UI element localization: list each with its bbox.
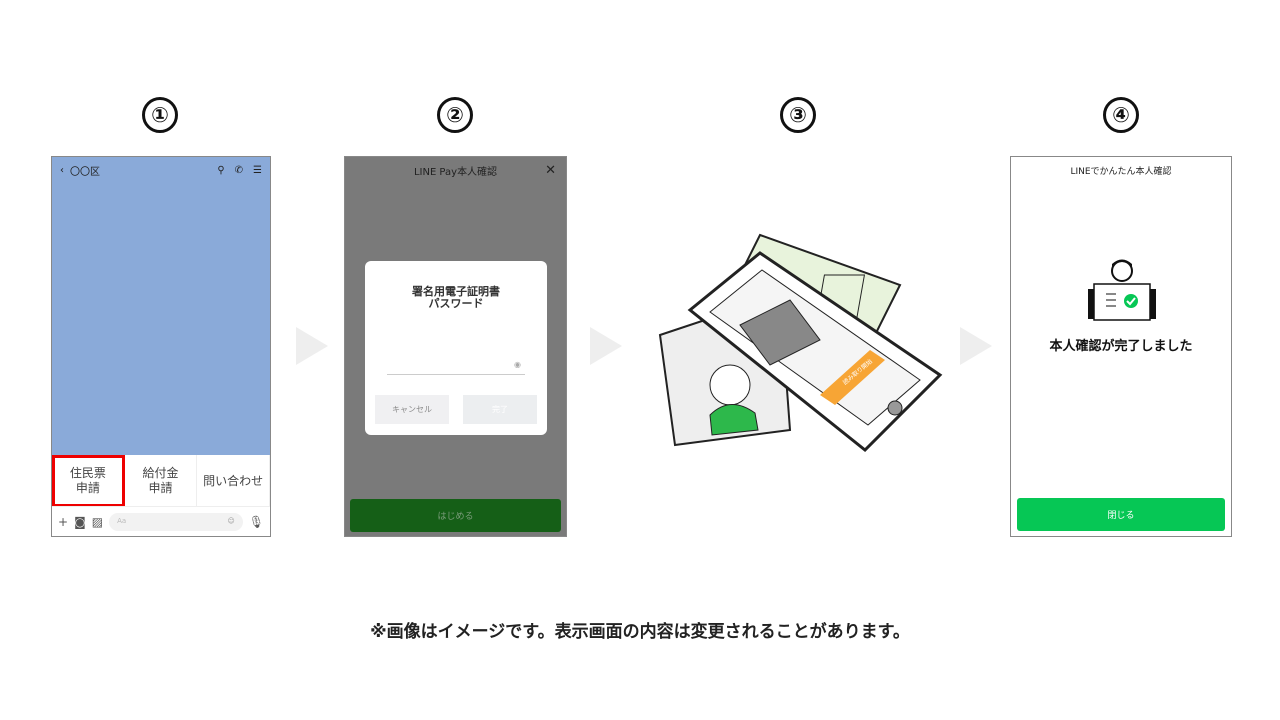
cancel-button[interactable]: キャンセル <box>375 395 449 424</box>
camera-icon[interactable]: ◙ <box>74 514 86 529</box>
input-placeholder: Aa <box>117 516 127 525</box>
line-pay-verification-screen: LINE Pay本人確認 ✕ 署名用電子証明書 パスワード ◉ キャンセル 完了… <box>344 156 567 537</box>
step-number: ① <box>142 97 178 133</box>
password-input[interactable] <box>387 374 525 375</box>
start-button[interactable]: はじめる <box>350 499 561 532</box>
close-icon[interactable]: ✕ <box>545 162 556 178</box>
plus-icon[interactable]: + <box>58 514 69 529</box>
menu-benefit[interactable]: 給付金 申請 <box>125 455 198 507</box>
menu-label: 問い合わせ <box>203 473 264 488</box>
arrow-icon <box>590 327 622 365</box>
step-number: ② <box>437 97 473 133</box>
emoji-icon[interactable]: ☺ <box>227 516 235 525</box>
phone-icon[interactable]: ✆ <box>234 164 244 176</box>
menu-label: 住民票 申請 <box>69 466 106 495</box>
message-input[interactable]: Aa ☺ <box>109 512 243 531</box>
step-number: ④ <box>1103 97 1139 133</box>
menu-resident-certificate[interactable]: 住民票 申請 <box>52 455 125 507</box>
menu-icon[interactable]: ☰ <box>253 164 262 176</box>
back-icon[interactable]: ‹ <box>60 164 64 176</box>
chat-title: 〇〇区 <box>70 166 100 178</box>
dialog-title: 署名用電子証明書 パスワード <box>412 285 500 310</box>
completion-message: 本人確認が完了しました <box>1049 339 1193 354</box>
step-number: ③ <box>780 97 816 133</box>
screen-title: LINE Pay本人確認 <box>413 166 498 178</box>
smartphone-icon: 読み取り開始 <box>687 251 943 453</box>
mic-icon[interactable]: 🎙︎ <box>248 514 264 529</box>
verification-complete-screen: LINEでかんたん本人確認 本人確認が完了しました 閉じる <box>1010 156 1232 537</box>
search-icon[interactable]: ⚲ <box>217 164 225 176</box>
arrow-icon <box>296 327 328 365</box>
close-button[interactable]: 閉じる <box>1017 498 1225 531</box>
menu-label: 給付金 申請 <box>142 466 179 495</box>
done-button[interactable]: 完了 <box>463 395 537 424</box>
person-with-check-sign-icon <box>1088 259 1156 321</box>
screen-title: LINEでかんたん本人確認 <box>1070 166 1172 177</box>
disclaimer: ※画像はイメージです。表示画面の内容は変更されることがあります。 <box>370 622 910 642</box>
eye-icon[interactable]: ◉ <box>514 360 521 369</box>
line-chat-screen: ‹ 〇〇区 ⚲ ✆ ☰ 住民票 申請 給付金 申請 問い合わせ + ◙ ▨ Aa… <box>51 156 271 537</box>
image-icon[interactable]: ▨ <box>91 514 104 529</box>
menu-inquiry[interactable]: 問い合わせ <box>197 455 270 507</box>
password-dialog: 署名用電子証明書 パスワード ◉ キャンセル 完了 <box>365 261 547 435</box>
card-scan-illustration: 読み取り開始 <box>658 233 943 453</box>
arrow-icon <box>960 327 992 365</box>
rich-menu: 住民票 申請 給付金 申請 問い合わせ <box>52 455 270 507</box>
